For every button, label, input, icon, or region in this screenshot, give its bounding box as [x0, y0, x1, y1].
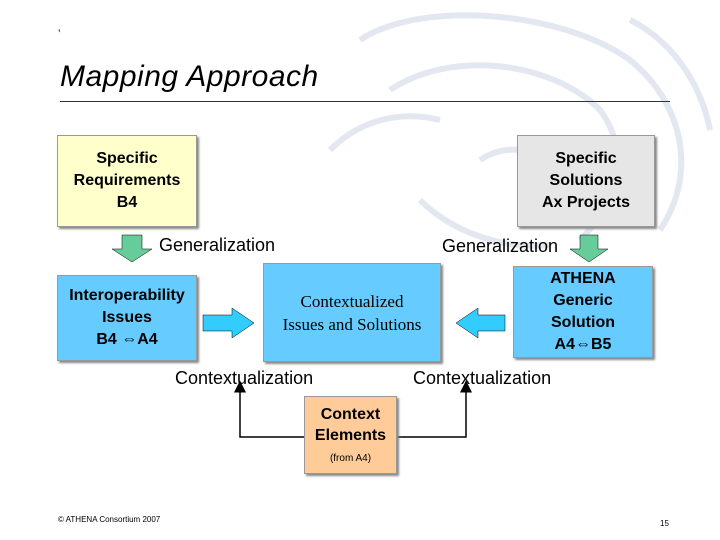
footer-copyright: © ATHENA Consortium 2007	[58, 515, 161, 524]
down-arrow-right	[569, 234, 609, 263]
specific-requirements-label: Specific Requirements B4	[73, 150, 181, 211]
page-title: Mapping Approach	[60, 60, 319, 93]
connector-right	[397, 380, 472, 438]
athena-generic-solution-box: ATHENA Generic Solution A4⇔B5	[513, 266, 653, 358]
left-arrow-to-center	[455, 307, 506, 339]
corner-mark: ’	[58, 28, 61, 40]
interoperability-issues-label: Interoperability Issues B4 ⇔A4	[69, 287, 185, 348]
specific-solutions-box: Specific Solutions Ax Projects	[517, 135, 655, 227]
page-number: 15	[660, 519, 669, 528]
contextualized-box: Contextualized Issues and Solutions	[263, 263, 441, 362]
generalization-label-left: Generalization	[159, 235, 276, 255]
interoperability-issues-box: Interoperability Issues B4 ⇔A4	[57, 275, 197, 361]
specific-requirements-box: Specific Requirements B4	[57, 135, 197, 227]
contextualization-label-right: Contextualization	[413, 368, 552, 388]
context-elements-source: (from A4)	[329, 453, 372, 464]
athena-generic-solution-label: ATHENA Generic Solution A4⇔B5	[550, 270, 616, 353]
title-divider	[60, 101, 670, 102]
contextualization-label-left: Contextualization	[175, 368, 314, 388]
context-elements-box: Context Elements (from A4)	[304, 396, 397, 474]
specific-solutions-label: Specific Solutions Ax Projects	[541, 150, 631, 211]
contextualized-label: Contextualized Issues and Solutions	[282, 291, 422, 334]
right-arrow-to-center	[202, 307, 255, 339]
context-elements-label: Context Elements	[314, 406, 387, 444]
generalization-label-right: Generalization	[442, 236, 559, 256]
connector-left	[234, 380, 304, 438]
down-arrow-left	[111, 234, 153, 263]
